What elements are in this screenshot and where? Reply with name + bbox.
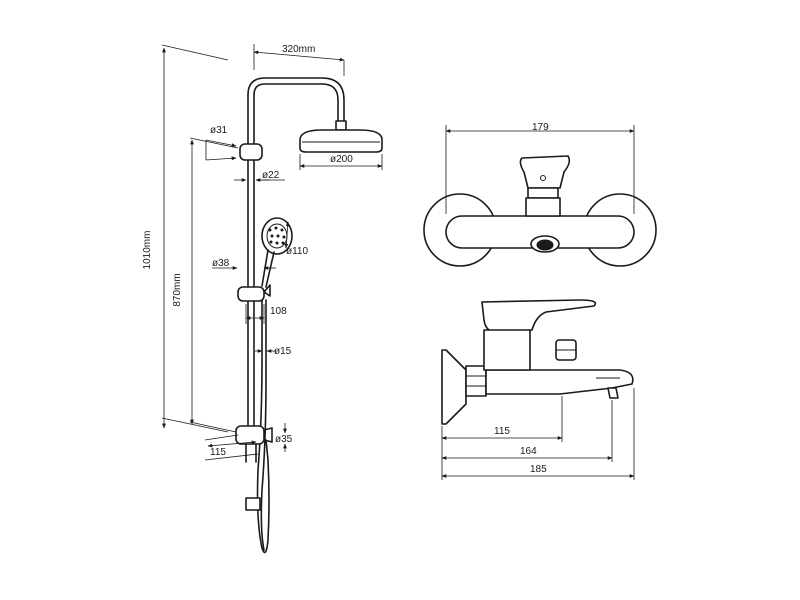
shower-column [235,77,383,554]
label-handle-diameter: ø38 [212,258,230,269]
mixer-side-view [441,299,634,425]
label-total-height: 1010mm [142,231,153,270]
shower-arm-inner [253,83,339,123]
label-slider-rail: 870mm [172,273,183,306]
label-front-width: 179 [532,122,549,133]
spout-tip [607,387,619,399]
label-wall-offset: 108 [270,306,287,317]
label-arm-reach: 320mm [282,44,315,55]
label-side-d3: 185 [530,464,547,475]
label-bottom-offset: 115 [210,447,226,458]
shower-head [299,129,383,153]
hose-connector [245,497,261,511]
column-labels: 320mm 1010mm 870mm ø31 ø22 ø200 ø110 ø38… [142,44,353,458]
mixer-side-dimensions: 115 164 185 [441,388,635,480]
label-mount-diameter: ø31 [210,125,228,136]
lever-base [527,187,559,199]
head-connector [335,120,347,131]
upper-wall-bracket [239,143,263,161]
column-dimensions [161,44,383,461]
hand-shower-handle-2 [265,251,275,288]
lever-screw [540,175,546,181]
slider-clip [263,284,271,297]
cartridge-housing [525,197,561,217]
label-side-d1: 115 [494,426,510,437]
hose-2 [260,299,267,551]
label-bottom-bracket: ø35 [275,434,293,445]
lower-bracket-handle [263,427,273,443]
label-side-d2: 164 [520,446,537,457]
slider-holder [237,286,265,302]
mixer-front-dimensions: 179 [445,122,635,214]
side-cartridge [483,329,531,371]
mixer-front-view [423,155,657,267]
aerator [536,239,554,251]
hex-nut [465,365,487,397]
label-hose-diameter: ø15 [274,346,292,357]
mixer-lever [519,155,571,189]
lower-bracket [235,425,265,445]
wall-plate [441,349,467,425]
label-head-diameter: ø200 [330,154,353,165]
shower-arm [247,77,345,123]
side-lever [481,299,597,334]
label-pipe-diameter: ø22 [262,170,280,181]
label-handshower-diameter: ø110 [286,246,308,257]
side-body [485,369,634,395]
